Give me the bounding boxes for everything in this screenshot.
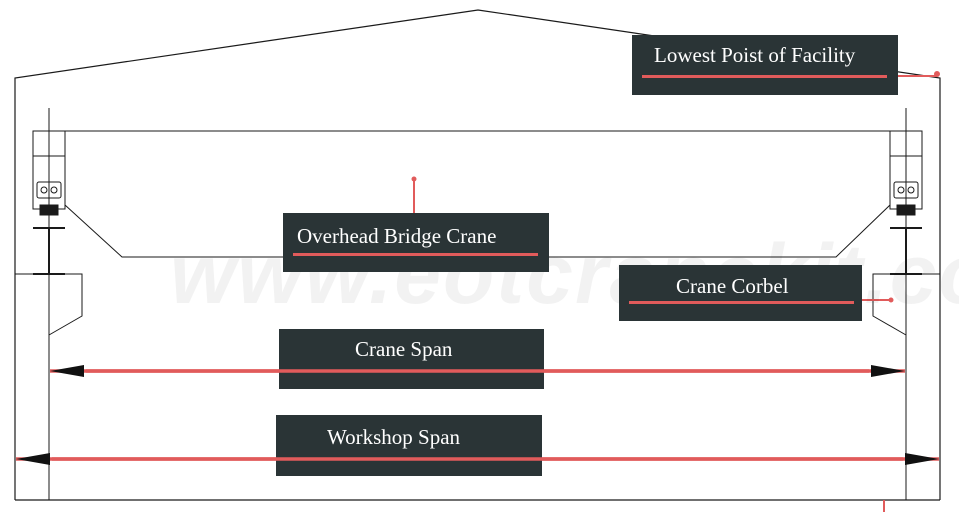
- crane-corbel-text: Crane Corbel: [676, 274, 789, 298]
- building-outline: [14, 9, 941, 501]
- lowest-point-label: Lowest Poist of Facility: [632, 35, 898, 95]
- lowest-point-underline: [642, 75, 887, 78]
- crane-wheels: [36, 181, 919, 216]
- crane-corbel-label: Crane Corbel: [619, 265, 862, 321]
- overhead-crane-label: Overhead Bridge Crane: [283, 213, 549, 272]
- overhead-crane-underline: [293, 253, 538, 256]
- workshop-span-label: Workshop Span: [276, 415, 542, 476]
- crane-span-text: Crane Span: [355, 337, 453, 361]
- overhead-crane-text: Overhead Bridge Crane: [297, 224, 497, 248]
- crane-corbel-underline: [629, 301, 854, 304]
- workshop-span-text: Workshop Span: [327, 425, 461, 449]
- crane-corbels: [48, 273, 907, 336]
- crane-span-label: Crane Span: [279, 329, 544, 389]
- lowest-point-text: Lowest Poist of Facility: [654, 43, 856, 67]
